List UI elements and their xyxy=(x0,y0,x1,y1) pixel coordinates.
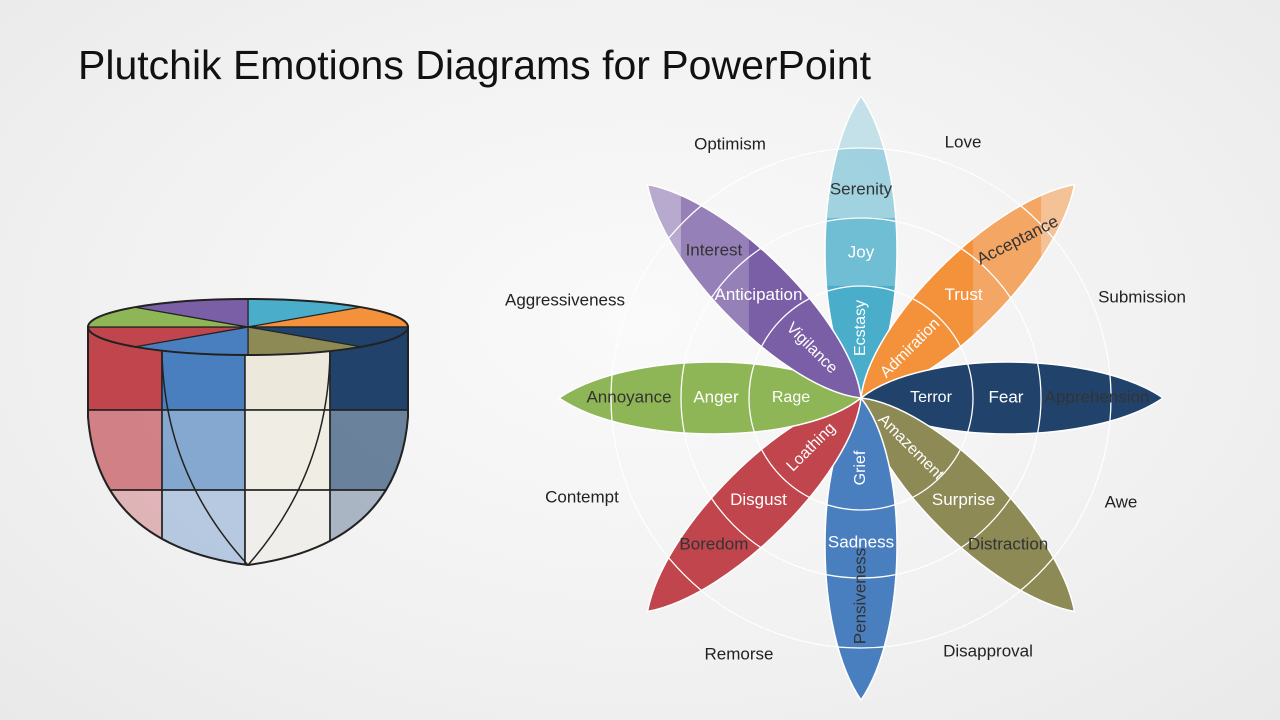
ring-divider xyxy=(748,285,974,511)
label-apprehension: Apprehension xyxy=(1045,387,1150,406)
petal-trust xyxy=(860,183,1076,399)
dyad-remorse: Remorse xyxy=(705,644,774,663)
label-disgust: Disgust xyxy=(730,490,787,509)
dyad-love: Love xyxy=(945,132,982,151)
label-serenity: Serenity xyxy=(830,179,893,198)
label-grief: Grief xyxy=(852,450,869,485)
label-sadness: Sadness xyxy=(828,532,894,551)
petal-surprise xyxy=(860,397,1076,613)
label-fear: Fear xyxy=(989,387,1024,406)
petal-anger xyxy=(557,361,863,435)
dyad-aggressiveness: Aggressiveness xyxy=(505,290,625,309)
label-anger: Anger xyxy=(693,387,739,406)
label-boredom: Boredom xyxy=(679,535,748,554)
dyad-disapproval: Disapproval xyxy=(943,641,1033,660)
label-annoyance: Annoyance xyxy=(586,387,671,406)
label-trust: Trust xyxy=(944,285,982,304)
label-ecstasy: Ecstasy xyxy=(852,300,869,356)
dyad-submission: Submission xyxy=(1098,287,1186,306)
petal-joy xyxy=(824,94,898,400)
petal-fear xyxy=(859,361,1165,435)
label-terror: Terror xyxy=(910,389,952,406)
page-title: Plutchik Emotions Diagrams for PowerPoin… xyxy=(78,42,871,88)
petal-disgust xyxy=(646,397,862,613)
bowl-top xyxy=(87,298,409,356)
label-surprise: Surprise xyxy=(932,490,995,509)
label-distraction: Distraction xyxy=(968,535,1048,554)
dyad-optimism: Optimism xyxy=(694,134,766,153)
ring-divider xyxy=(610,147,1112,649)
label-anticipation: Anticipation xyxy=(715,285,803,304)
petal-sadness xyxy=(824,396,898,702)
dyad-contempt: Contempt xyxy=(545,487,619,506)
label-pensiveness: Pensiveness xyxy=(850,548,869,644)
label-rage: Rage xyxy=(772,389,810,406)
petal-anticipation xyxy=(646,183,862,399)
dyad-awe: Awe xyxy=(1105,492,1138,511)
ring-divider xyxy=(680,217,1042,579)
label-interest: Interest xyxy=(686,240,743,259)
label-joy: Joy xyxy=(848,242,875,261)
